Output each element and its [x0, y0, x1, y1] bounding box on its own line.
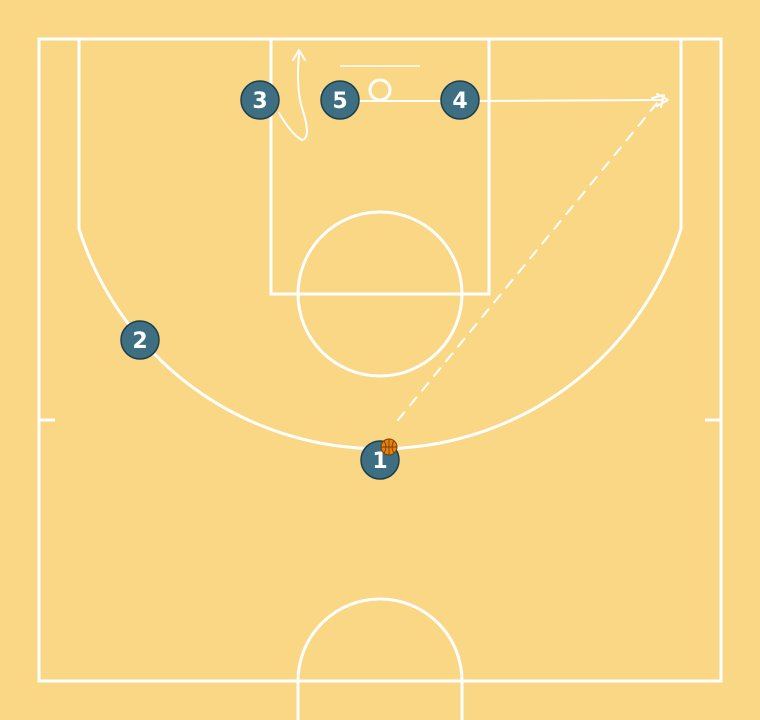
- pass-line: [397, 96, 663, 421]
- player-3-marker: [240, 80, 280, 120]
- cut-arrowhead-player-3: [292, 49, 306, 61]
- player-3: 3: [240, 80, 280, 120]
- cut-line-player-4: [477, 99, 663, 102]
- center-circle: [296, 597, 464, 682]
- player-3-label: 3: [252, 89, 267, 114]
- player-2: 2: [120, 320, 160, 360]
- player-4-marker: [440, 80, 480, 120]
- player-5: 5: [320, 80, 360, 120]
- player-1-label: 1: [372, 449, 387, 474]
- player-5-marker: [320, 80, 360, 120]
- player-2-marker: [120, 320, 160, 360]
- paint-key: [269, 37, 491, 296]
- players: 1 2 3 4 5: [120, 80, 480, 480]
- cut-arrowhead-player-4: [656, 93, 669, 107]
- free-throw-circle: [296, 210, 464, 378]
- player-4: 4: [440, 80, 480, 120]
- player-1: 1: [360, 438, 400, 480]
- basketball-icon: [380, 438, 398, 456]
- player-5-label: 5: [332, 89, 347, 114]
- cut-line-player-3: [278, 53, 308, 141]
- player-4-label: 4: [452, 89, 467, 114]
- player-2-label: 2: [132, 329, 147, 354]
